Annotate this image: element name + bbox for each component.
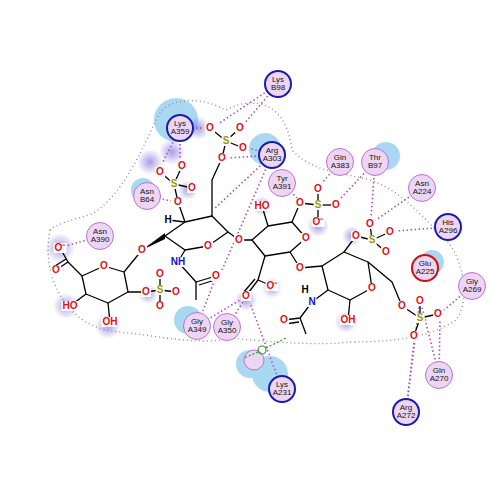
atom-label: O <box>137 245 147 255</box>
atom-label: O <box>365 219 375 229</box>
residue-label: Asn A224 <box>413 180 432 197</box>
atom-label: S <box>416 313 425 323</box>
residue-disc: Asn A224 <box>408 174 436 202</box>
residue-label: Gly A269 <box>463 278 482 295</box>
atom-label: O <box>279 315 289 325</box>
residue-disc: His A296 <box>434 213 462 241</box>
atom-label: O <box>235 123 245 133</box>
atom-label: O⁻ <box>266 281 279 291</box>
residue-label: Gln A270 <box>430 367 449 384</box>
atom-label: O <box>385 227 395 237</box>
residue-disc: Asn A390 <box>86 222 114 250</box>
atom-label: O <box>331 200 341 210</box>
residue-label: Gln A383 <box>331 154 350 171</box>
residue-disc: Arg A272 <box>392 398 420 426</box>
atom-label: O <box>295 198 305 208</box>
atom-label: O <box>241 291 251 301</box>
residue-disc: Glu A225 <box>411 254 439 282</box>
atom-label: O <box>415 296 425 306</box>
residue-disc: Gly A350 <box>213 313 241 341</box>
atom-label: H <box>163 215 172 225</box>
atom-label: O <box>397 301 407 311</box>
residue-label: Gly A350 <box>218 319 237 336</box>
residue-label: Asn A390 <box>91 228 110 245</box>
exposure-halos <box>131 98 444 392</box>
atom-label: O <box>238 143 248 153</box>
atom-label: O <box>141 287 151 297</box>
atom-label: O⁻ <box>312 217 325 227</box>
residue-label: Arg A303 <box>263 147 282 164</box>
residue-label: Lys A359 <box>171 120 190 137</box>
residue-disc: Gly A269 <box>458 272 486 300</box>
atom-label: O <box>351 231 361 241</box>
residue-label: Lys B98 <box>271 76 285 93</box>
residue-label: Arg A272 <box>397 404 416 421</box>
residue-disc: Gln A270 <box>425 361 453 389</box>
residue-label: Gly A349 <box>188 318 207 335</box>
atom-label: O <box>99 261 109 271</box>
residue-label: Glu A225 <box>416 260 435 277</box>
atom-label: S <box>156 285 165 295</box>
atom-label: O <box>155 301 165 311</box>
pocket-contour <box>48 101 464 344</box>
atom-label: O <box>409 331 419 341</box>
atom-label: O <box>313 184 323 194</box>
unlabeled-residue <box>244 350 264 370</box>
interaction-lines <box>66 84 472 412</box>
residue-label: Asn B64 <box>140 188 154 205</box>
atom-label: NH <box>170 257 186 267</box>
residue-disc: Thr B97 <box>361 148 389 176</box>
atom-label: O <box>301 233 311 243</box>
atom-label: HO <box>62 301 79 311</box>
atom-label: O <box>295 263 305 273</box>
atom-label: O <box>234 235 244 245</box>
residue-label: Lys A231 <box>273 381 292 398</box>
atom-label: OH <box>340 315 357 325</box>
atom-label: HO <box>254 201 271 211</box>
residue-disc: Arg A303 <box>258 141 286 169</box>
ligand-exposure-blobs <box>45 116 362 339</box>
residue-disc: Gln A383 <box>326 148 354 176</box>
atom-label: O <box>203 241 213 251</box>
atom-label: H <box>300 285 309 295</box>
atom-label: S <box>222 136 231 146</box>
atom-label: O <box>155 269 165 279</box>
atom-label: O <box>205 123 215 133</box>
residue-disc: Lys A231 <box>268 375 296 403</box>
residue-disc: Lys B98 <box>264 70 292 98</box>
atom-label: O <box>367 283 377 293</box>
atom-label: O <box>381 247 391 257</box>
atom-label: S <box>170 179 179 189</box>
residue-label: Tyr A391 <box>273 175 292 192</box>
residue-label: His A296 <box>439 219 458 236</box>
atom-label: S <box>368 235 377 245</box>
residue-disc: Tyr A391 <box>268 169 296 197</box>
atom-label: O <box>177 161 187 171</box>
residue-disc: Asn B64 <box>133 182 161 210</box>
ligand-bonds <box>55 128 438 336</box>
atom-label: O <box>433 309 443 319</box>
atom-label: O <box>155 167 165 177</box>
atom-label: N <box>307 297 316 307</box>
residue-label: Thr B97 <box>368 154 382 171</box>
atom-label: OH <box>102 317 119 327</box>
atom-label: O <box>171 287 181 297</box>
residue-disc: Gly A349 <box>183 312 211 340</box>
atom-label: O <box>51 265 61 275</box>
hbond-icon <box>244 338 286 358</box>
atom-label: O <box>187 183 197 193</box>
atom-label: O⁻ <box>54 243 67 253</box>
atom-label: S <box>314 200 323 210</box>
residue-disc: Lys A359 <box>166 114 194 142</box>
atom-label: O <box>211 271 221 281</box>
atom-label: O <box>217 153 227 163</box>
atom-label: O <box>173 197 183 207</box>
